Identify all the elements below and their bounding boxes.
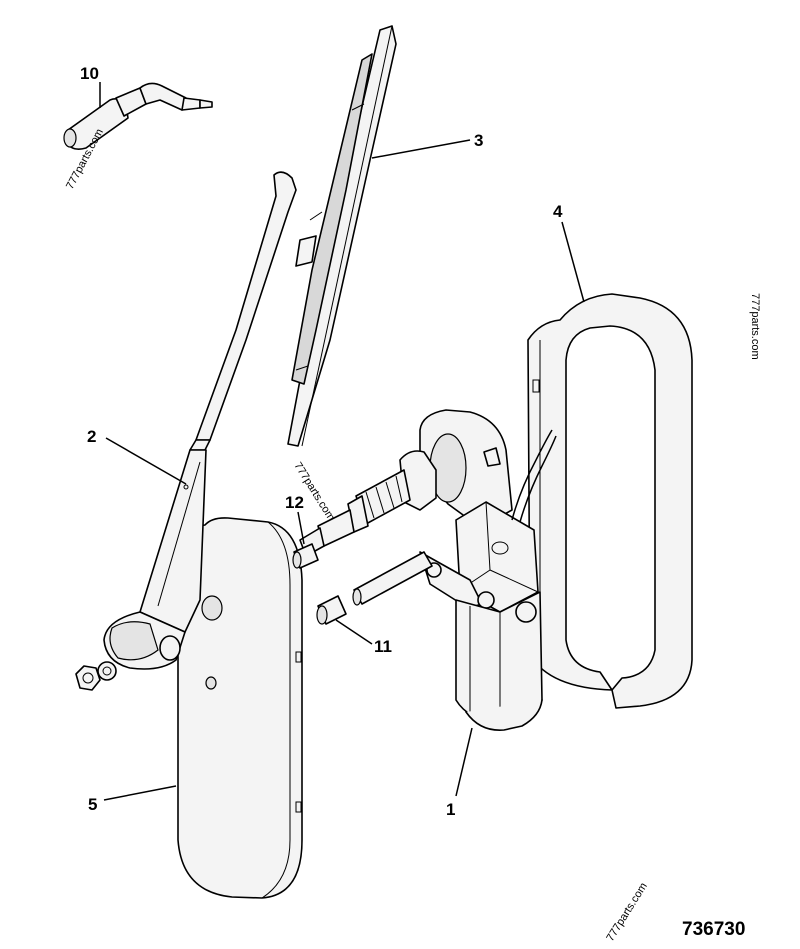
part-5-front-cover <box>177 517 303 899</box>
watermark-bottom: 777parts.com <box>604 881 649 944</box>
arm-nut-and-washer <box>75 661 117 691</box>
callout-5: 5 <box>88 795 97 814</box>
callout-12: 12 <box>285 493 304 512</box>
watermark-right: 777parts.com <box>749 293 761 360</box>
callout-1: 1 <box>446 800 455 819</box>
part-12-bush <box>292 543 319 569</box>
part-10-washer-jet <box>63 82 213 150</box>
part-3-wiper-blade <box>287 25 397 447</box>
drawing-number: 736730 <box>682 919 745 940</box>
leader-lines <box>99 82 585 801</box>
part-4-rear-cover <box>527 293 693 709</box>
part-11-spacer <box>316 595 347 625</box>
callout-2: 2 <box>87 427 96 446</box>
callout-11: 11 <box>374 637 392 656</box>
callout-4: 4 <box>553 202 563 221</box>
callout-3: 3 <box>474 131 483 150</box>
part-2-wiper-arm <box>103 171 297 670</box>
callout-10: 10 <box>80 64 99 83</box>
callout-labels: 10 3 4 2 12 11 1 5 <box>80 64 563 819</box>
part-1-wiper-motor <box>299 409 557 731</box>
